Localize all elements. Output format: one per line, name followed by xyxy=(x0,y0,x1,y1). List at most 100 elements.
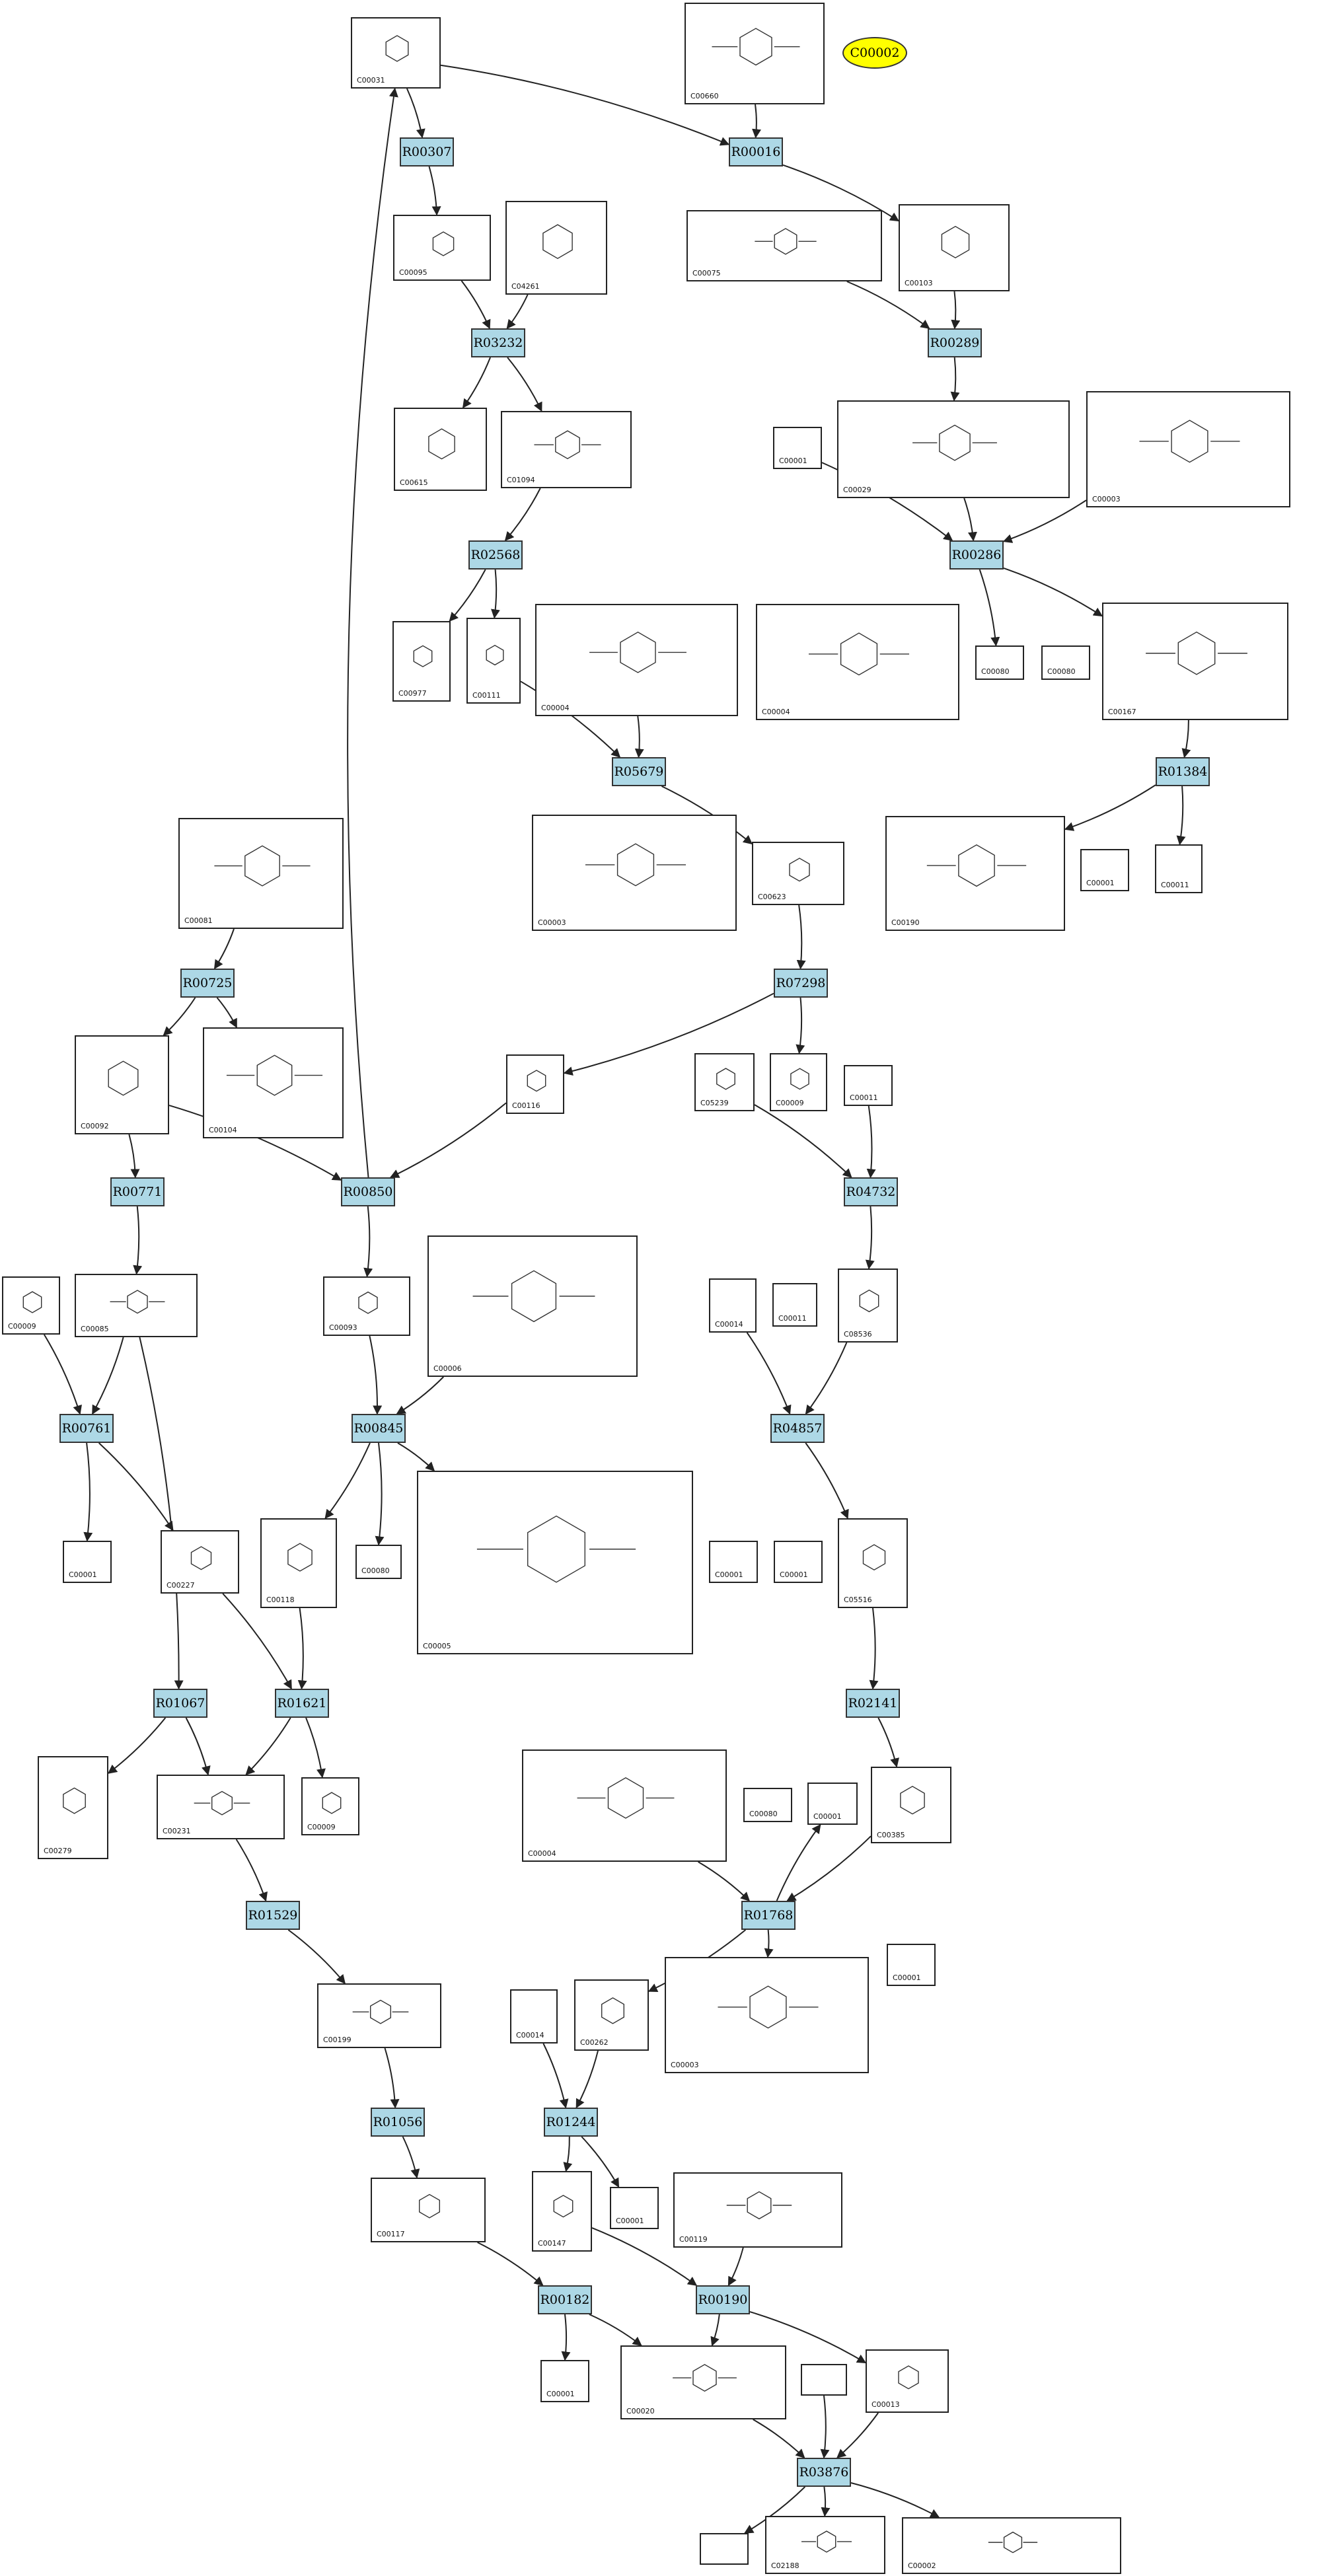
compound-c00385[interactable]: C00385 xyxy=(871,1767,951,1843)
reaction-r00725[interactable]: R00725 xyxy=(180,969,235,998)
compound-c01094[interactable]: C01094 xyxy=(501,411,632,488)
reaction-r02141[interactable]: R02141 xyxy=(846,1689,900,1718)
compound-c00001[interactable]: C00001 xyxy=(773,427,822,469)
compound-c00004[interactable]: C00004 xyxy=(522,1749,727,1862)
reaction-r00307[interactable]: R00307 xyxy=(400,137,454,166)
reaction-r02568[interactable]: R02568 xyxy=(468,540,523,570)
reaction-r05679[interactable]: R05679 xyxy=(612,757,666,786)
compound-c00147[interactable]: C00147 xyxy=(532,2171,592,2252)
compound-c00011[interactable]: C00011 xyxy=(772,1283,817,1327)
compound-c00003[interactable]: C00003 xyxy=(665,1957,869,2073)
compound-c05516[interactable]: C05516 xyxy=(838,1518,908,1608)
compound-c00227[interactable]: C00227 xyxy=(161,1530,239,1594)
compound-c00080[interactable]: C00080 xyxy=(1041,645,1090,680)
compound-c00615[interactable]: C00615 xyxy=(394,408,487,491)
reaction-r01529[interactable]: R01529 xyxy=(246,1901,300,1930)
compound-c00004[interactable]: C00004 xyxy=(535,604,738,716)
compound-label: C00085 xyxy=(81,1325,109,1333)
compound-c00190[interactable]: C00190 xyxy=(885,816,1065,931)
compound-c00117[interactable]: C00117 xyxy=(371,2178,486,2242)
reaction-r00190[interactable]: R00190 xyxy=(696,2285,750,2314)
compound-c00085[interactable]: C00085 xyxy=(75,1274,198,1337)
compound-c00199[interactable]: C00199 xyxy=(317,1983,441,2048)
compound-c00093[interactable]: C00093 xyxy=(323,1276,410,1336)
compound-c00279[interactable]: C00279 xyxy=(38,1756,108,1859)
edge-compound-c00623-reaction-r07298 xyxy=(796,904,806,970)
reaction-r01768[interactable]: R01768 xyxy=(741,1901,796,1930)
edge-reaction-r00761-compound-c00227 xyxy=(98,1442,174,1531)
compound-c00001[interactable]: C00001 xyxy=(709,1541,758,1583)
reaction-r01621[interactable]: R01621 xyxy=(275,1689,329,1718)
compound-c00001[interactable]: C00001 xyxy=(540,2360,589,2402)
compound-c04261[interactable]: C04261 xyxy=(505,201,607,295)
compound-c00167[interactable]: C00167 xyxy=(1102,603,1288,720)
reaction-r01244[interactable]: R01244 xyxy=(544,2108,598,2137)
compound-c00116[interactable]: C00116 xyxy=(506,1054,564,1114)
edge-compound-c00199-reaction-r01056 xyxy=(384,2047,400,2109)
compound-c00003[interactable]: C00003 xyxy=(532,815,737,931)
reaction-r07298[interactable]: R07298 xyxy=(774,969,828,998)
compound-c00080[interactable]: C00080 xyxy=(743,1788,792,1822)
compound-c00075[interactable]: C00075 xyxy=(686,210,882,281)
reaction-r01056[interactable]: R01056 xyxy=(371,2108,425,2137)
compound-c00004[interactable]: C00004 xyxy=(756,604,959,720)
compound-c00014[interactable]: C00014 xyxy=(510,1989,558,2043)
compound-c00231[interactable]: C00231 xyxy=(157,1775,285,1839)
compound-c00002[interactable]: C00002 xyxy=(902,2517,1121,2574)
compound-c08536[interactable]: C08536 xyxy=(838,1269,898,1343)
compound-c00001[interactable]: C00001 xyxy=(774,1541,823,1583)
reaction-r00845[interactable]: R00845 xyxy=(352,1414,406,1443)
compound-c00020[interactable]: C00020 xyxy=(620,2345,786,2419)
compound-c00080[interactable]: C00080 xyxy=(975,645,1024,680)
compound-empty-bottom[interactable] xyxy=(700,2533,749,2565)
compound-c00011[interactable]: C00011 xyxy=(1155,844,1203,893)
compound-c02188[interactable]: C02188 xyxy=(765,2516,885,2574)
compound-c00001[interactable]: C00001 xyxy=(887,1944,936,1986)
compound-c00623[interactable]: C00623 xyxy=(752,842,844,905)
reaction-r04857[interactable]: R04857 xyxy=(770,1414,825,1443)
compound-c00009[interactable]: C00009 xyxy=(2,1276,60,1335)
reaction-r04732[interactable]: R04732 xyxy=(844,1177,898,1206)
reaction-r00771[interactable]: R00771 xyxy=(110,1177,165,1206)
compound-empty-top[interactable] xyxy=(801,2364,847,2396)
reaction-r00016[interactable]: R00016 xyxy=(729,137,783,166)
compound-c00001[interactable]: C00001 xyxy=(1080,849,1129,891)
compound-c00014[interactable]: C00014 xyxy=(709,1278,757,1333)
reaction-r01067[interactable]: R01067 xyxy=(153,1689,207,1718)
compound-c00005[interactable]: C00005 xyxy=(417,1471,693,1654)
compound-c00001[interactable]: C00001 xyxy=(807,1783,858,1825)
reaction-r00289[interactable]: R00289 xyxy=(928,328,982,357)
reaction-r03232[interactable]: R03232 xyxy=(471,328,525,357)
edge-reaction-r01244-compound-c00001 xyxy=(581,2136,620,2188)
compound-c00006[interactable]: C00006 xyxy=(427,1235,638,1377)
reaction-r00850[interactable]: R00850 xyxy=(341,1177,395,1206)
compound-c05239[interactable]: C05239 xyxy=(694,1053,755,1111)
compound-c00009[interactable]: C00009 xyxy=(301,1777,359,1835)
compound-c00111[interactable]: C00111 xyxy=(466,618,521,704)
reaction-r00182[interactable]: R00182 xyxy=(538,2285,592,2314)
compound-c00001[interactable]: C00001 xyxy=(610,2187,659,2229)
compound-c00119[interactable]: C00119 xyxy=(673,2172,842,2248)
compound-c00660[interactable]: C00660 xyxy=(685,3,825,104)
compound-c00092[interactable]: C00092 xyxy=(75,1035,169,1134)
compound-c00104[interactable]: C00104 xyxy=(203,1027,344,1138)
compound-c00103[interactable]: C00103 xyxy=(899,204,1010,291)
compound-c00011[interactable]: C00011 xyxy=(844,1065,893,1106)
compound-c00013[interactable]: C00013 xyxy=(866,2349,949,2413)
compound-c00118[interactable]: C00118 xyxy=(260,1518,337,1608)
reaction-r00286[interactable]: R00286 xyxy=(949,540,1004,570)
reaction-r01384[interactable]: R01384 xyxy=(1156,757,1210,786)
highlight-node-c00002[interactable]: C00002 xyxy=(842,37,907,69)
compound-c00080[interactable]: C00080 xyxy=(355,1545,402,1579)
compound-c00031[interactable]: C00031 xyxy=(351,17,441,89)
compound-c00003[interactable]: C00003 xyxy=(1086,391,1290,507)
compound-c00081[interactable]: C00081 xyxy=(178,818,344,929)
compound-c00977[interactable]: C00977 xyxy=(392,621,451,702)
compound-c00001[interactable]: C00001 xyxy=(63,1541,112,1583)
compound-c00009[interactable]: C00009 xyxy=(770,1053,827,1111)
reaction-r00761[interactable]: R00761 xyxy=(59,1414,114,1443)
reaction-r03876[interactable]: R03876 xyxy=(797,2458,851,2487)
compound-c00095[interactable]: C00095 xyxy=(393,215,491,281)
compound-c00262[interactable]: C00262 xyxy=(574,1979,649,2051)
compound-c00029[interactable]: C00029 xyxy=(837,400,1070,498)
